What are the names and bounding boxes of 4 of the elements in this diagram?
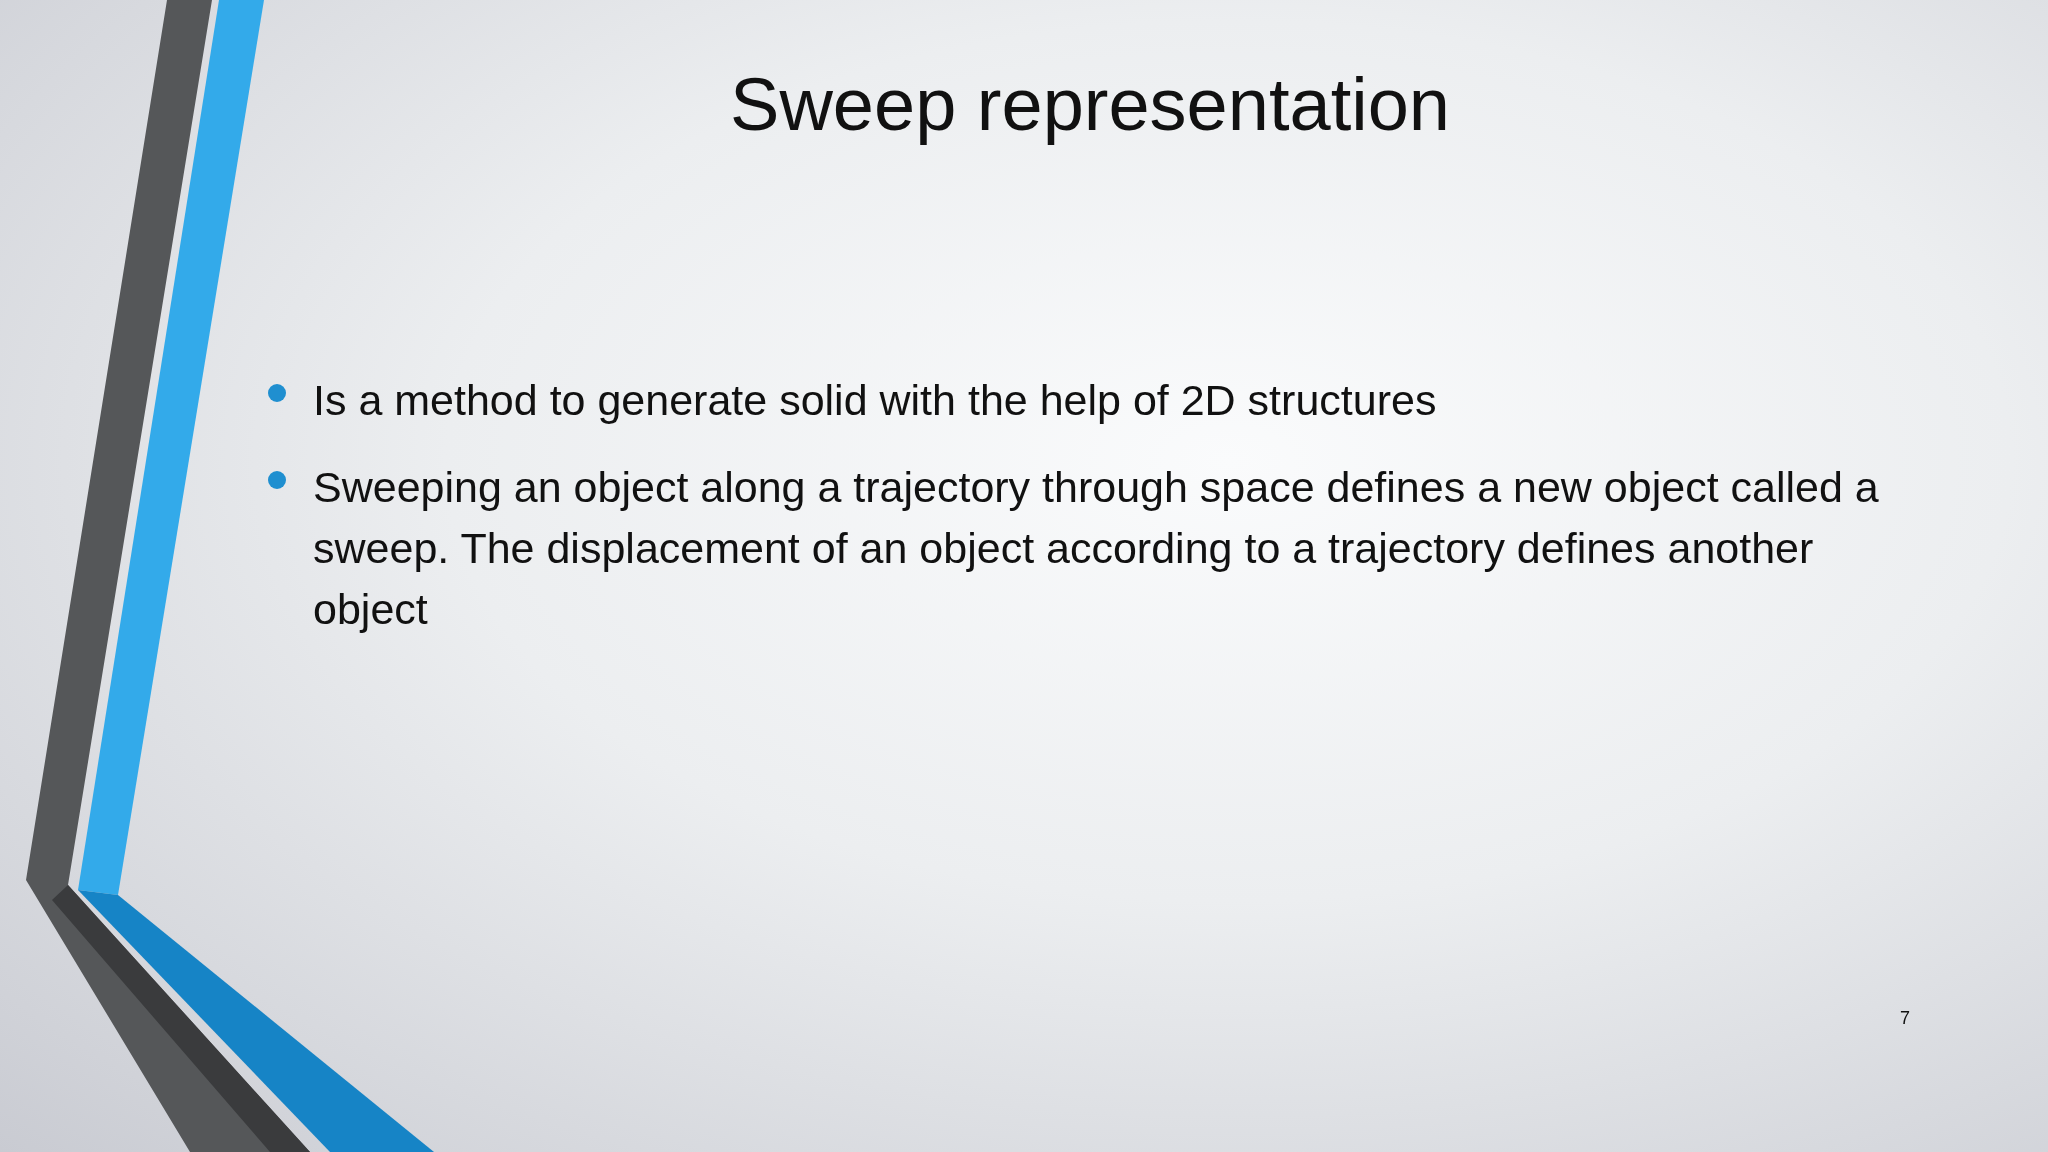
bullet-text: Is a method to generate solid with the help of 2D structures <box>313 375 1438 426</box>
page-number: 7 <box>1900 1008 1910 1029</box>
slide-title: Sweep representation <box>729 62 1451 148</box>
bullet-text: Sweeping an object along a trajectory through space defines a new object called a sweep. The displacement of an object according to a trajectory defines another object <box>313 462 1880 635</box>
